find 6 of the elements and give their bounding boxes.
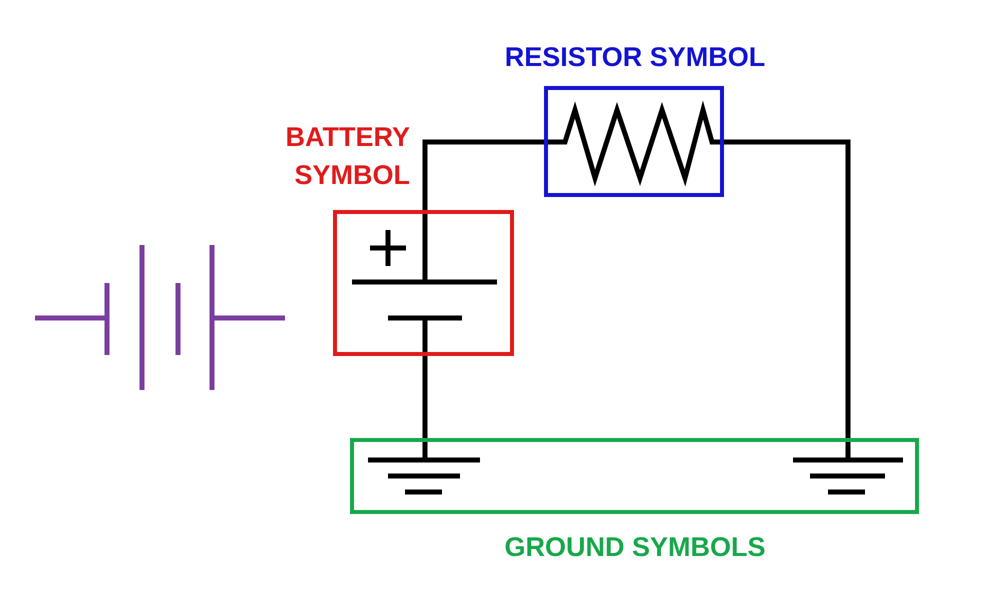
- wire: [422, 356, 428, 438]
- symbol-caption: GROUND SYMBOLS: [503, 531, 766, 564]
- wire: [724, 140, 850, 438]
- wire: [422, 140, 544, 210]
- symbol-caption: BATTERY SYMBOL: [284, 121, 410, 192]
- symbol-caption: RESISTOR SYMBOL: [504, 41, 766, 74]
